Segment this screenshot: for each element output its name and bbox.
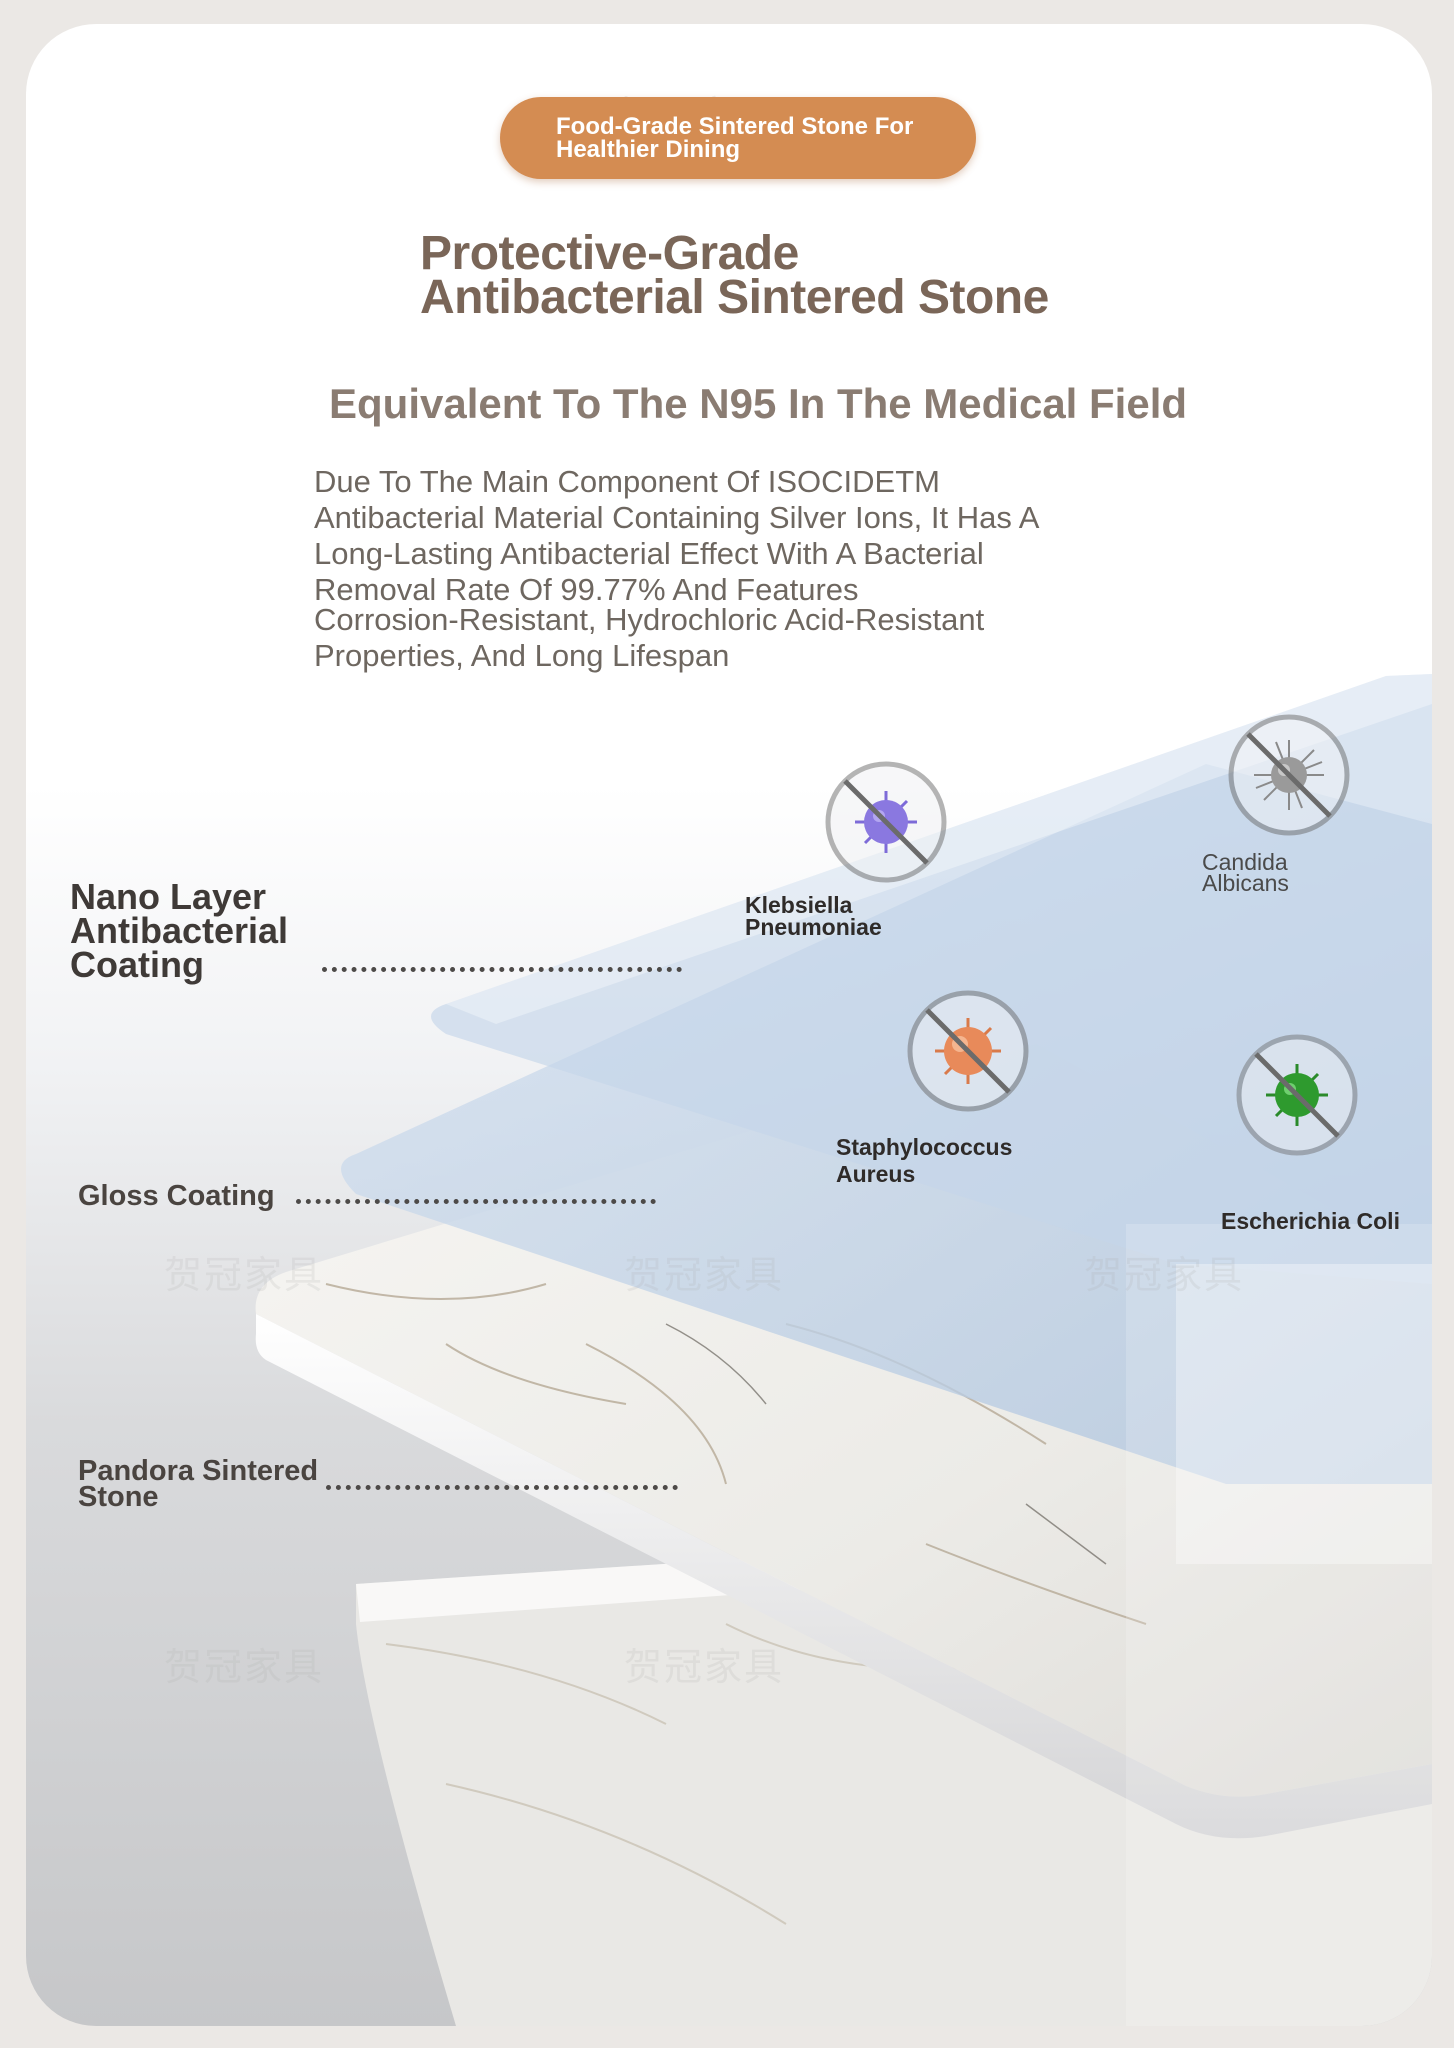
nano-label-line-1: Nano Layer <box>70 876 267 917</box>
description: Due To The Main Component Of ISOCIDETM A… <box>314 464 1194 674</box>
food-grade-badge: Food-Grade Sintered Stone For Healthier … <box>500 97 976 179</box>
sintered-stone-label: Pandora Sintered Stone <box>78 1455 319 1513</box>
description-line: Due To The Main Component Of ISOCIDETM <box>314 464 940 499</box>
page-title: Protective-Grade Antibacterial Sintered … <box>420 227 1180 324</box>
subheadline: Equivalent To The N95 In The Medical Fie… <box>329 380 1188 427</box>
staphylococcus-label: Staphylococcus Aureus <box>836 1134 1012 1188</box>
watermark: 贺冠家具 <box>624 1253 785 1297</box>
nano-label-line-3: Coating <box>70 944 204 985</box>
candida-blocked-icon <box>1228 714 1350 836</box>
escherichia-coli-blocked-icon <box>1236 1034 1358 1156</box>
bacteria-name-line: Klebsiella <box>745 892 853 918</box>
title-line-1: Protective-Grade <box>420 227 799 280</box>
bacteria-name-line: Aureus <box>836 1161 916 1187</box>
stone-label-line-1: Pandora Sintered <box>78 1455 319 1487</box>
escherichia-coli-label: Escherichia Coli <box>1221 1208 1400 1234</box>
sintered-stone-leader <box>326 1485 678 1490</box>
nano-layer-leader <box>322 967 682 972</box>
description-line: Antibacterial Material Containing Silver… <box>314 500 1040 535</box>
bacteria-name-line: Albicans <box>1202 870 1289 896</box>
watermark: 贺冠家具 <box>624 1645 785 1689</box>
description-line: Long-Lasting Antibacterial Effect With A… <box>314 536 984 571</box>
product-card: 贺冠家具 贺冠家具 贺冠家具 贺冠家具 贺冠家具 贺冠家具 Food-Grade… <box>26 24 1432 2026</box>
nano-layer-label: Nano Layer Antibacterial Coating <box>70 876 289 985</box>
gloss-coating-label: Gloss Coating <box>78 1180 275 1212</box>
bacteria-name-line: Staphylococcus <box>836 1134 1013 1160</box>
badge-text: Food-Grade Sintered Stone For Healthier … <box>556 113 936 163</box>
staphylococcus-blocked-icon <box>907 990 1029 1112</box>
gloss-coating-leader <box>296 1199 656 1204</box>
candida-label: Candida Albicans <box>1202 849 1289 896</box>
klebsiella-label: Klebsiella Pneumoniae <box>745 892 882 940</box>
title-line-2: Antibacterial Sintered Stone <box>420 271 1049 324</box>
klebsiella-blocked-icon <box>825 761 947 883</box>
bacteria-name-line: Candida <box>1202 849 1288 875</box>
watermark: 贺冠家具 <box>164 1253 325 1297</box>
watermark: 贺冠家具 <box>1084 1253 1245 1297</box>
description-line: Removal Rate Of 99.77% And Features <box>314 572 859 607</box>
watermark: 贺冠家具 <box>164 1645 325 1689</box>
layer-illustration <box>255 674 1432 2026</box>
badge-line-2: Healthier Dining <box>556 136 741 163</box>
badge-line-1: Food-Grade Sintered Stone For <box>556 113 914 140</box>
description-line: Properties, And Long Lifespan <box>314 638 730 673</box>
stone-label-line-2: Stone <box>78 1481 159 1513</box>
nano-label-line-2: Antibacterial <box>70 910 289 951</box>
bacteria-name-line: Pneumoniae <box>745 914 882 940</box>
description-line: Corrosion-Resistant, Hydrochloric Acid-R… <box>314 602 985 637</box>
